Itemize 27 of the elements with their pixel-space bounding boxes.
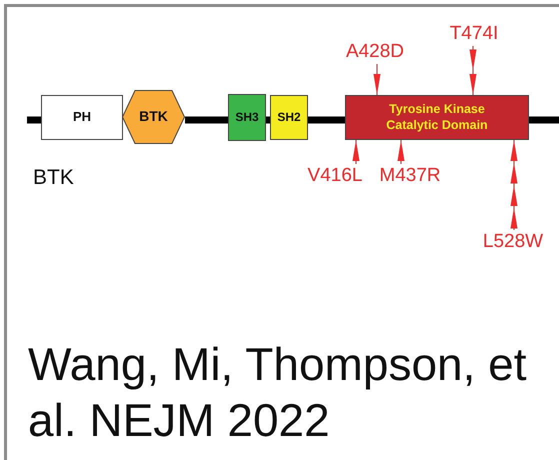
- mutation-arrow: [352, 140, 360, 164]
- mutation-label: T474I: [450, 23, 498, 45]
- protein-name: BTK: [33, 166, 74, 190]
- protein-backbone: [27, 116, 41, 124]
- mutation-arrow: [374, 64, 380, 96]
- protein-backbone: [529, 116, 559, 124]
- domain-label: PH: [72, 109, 92, 126]
- mutation-arrow: [510, 140, 518, 230]
- mutation-label: A428D: [346, 41, 404, 63]
- protein-backbone: [266, 116, 270, 124]
- citation-caption: Wang, Mi, Thompson, et al. NEJM 2022: [28, 337, 528, 448]
- domain-hexagon: [122, 90, 185, 144]
- domain-label: SH3: [235, 110, 259, 125]
- kinase-domain-box: [345, 95, 529, 140]
- domain-box: [41, 95, 123, 140]
- mutation-arrow: [470, 46, 476, 96]
- mutation-arrow: [398, 140, 404, 164]
- protein-backbone: [308, 116, 345, 124]
- mutation-label: V416L: [308, 165, 362, 187]
- domain-box: [270, 95, 308, 140]
- domain-label: BTK: [139, 108, 168, 126]
- domain-box: [228, 94, 266, 141]
- mutation-label: L528W: [482, 231, 544, 253]
- protein-backbone: [185, 116, 228, 124]
- domain-label: SH2: [277, 110, 301, 125]
- mutation-label: M437R: [379, 165, 441, 187]
- domain-label: Tyrosine Kinase Catalytic Domain: [385, 102, 489, 134]
